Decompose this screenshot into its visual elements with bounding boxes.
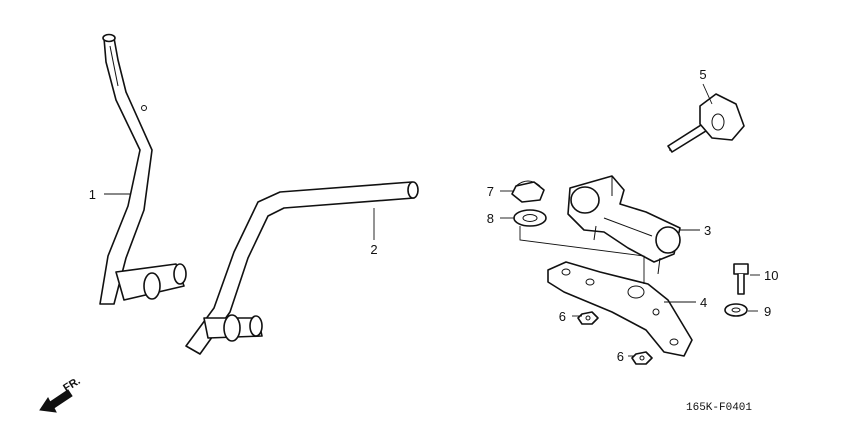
leader-lines bbox=[104, 83, 760, 357]
callout-6-upper: 6 bbox=[559, 309, 566, 324]
callout-5: 5 bbox=[699, 67, 706, 82]
figure-code: 165K-F0401 bbox=[686, 402, 752, 414]
part-6-nut-lower[interactable] bbox=[631, 351, 653, 365]
callout-1: 1 bbox=[89, 187, 96, 202]
front-marker-label: FR. bbox=[61, 375, 82, 395]
front-direction-marker: FR. bbox=[39, 375, 83, 413]
part-1-left-handlebar[interactable] bbox=[99, 33, 187, 305]
callout-9: 9 bbox=[764, 304, 771, 319]
front-arrow-icon bbox=[39, 389, 73, 413]
callout-7: 7 bbox=[487, 184, 494, 199]
part-3-upper-holder[interactable] bbox=[567, 175, 681, 275]
callout-6-lower: 6 bbox=[617, 349, 624, 364]
callout-10: 10 bbox=[764, 268, 778, 283]
part-9-washer[interactable] bbox=[724, 303, 748, 317]
part-4-lower-holder[interactable] bbox=[547, 261, 693, 357]
callout-8: 8 bbox=[487, 211, 494, 226]
part-5-knob-bolt[interactable] bbox=[667, 93, 745, 153]
callout-labels: 1 2 3 4 5 6 6 7 8 9 10 bbox=[89, 67, 779, 364]
callout-4: 4 bbox=[700, 295, 707, 310]
callout-3: 3 bbox=[704, 223, 711, 238]
part-2-right-handlebar[interactable] bbox=[185, 181, 419, 355]
part-6-nut-upper[interactable] bbox=[577, 311, 599, 325]
callout-2: 2 bbox=[370, 242, 377, 257]
part-10-bolt[interactable] bbox=[733, 263, 749, 295]
part-8-washer[interactable] bbox=[513, 209, 547, 227]
part-7-cap-nut[interactable] bbox=[511, 180, 545, 203]
